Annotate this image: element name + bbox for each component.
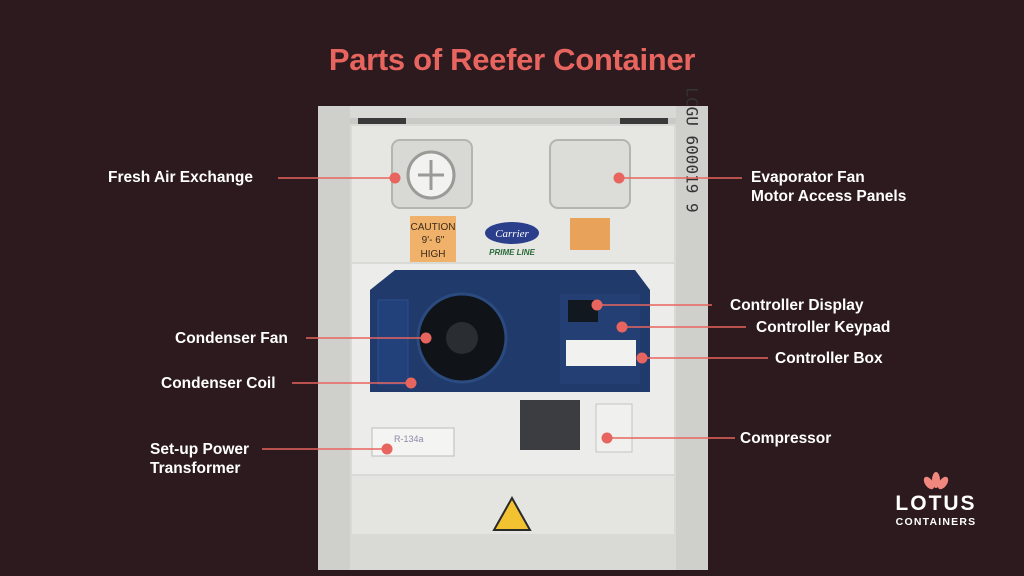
dot-controller-display xyxy=(591,299,603,311)
label-controller-box: Controller Box xyxy=(775,350,883,367)
dot-evaporator-fan xyxy=(613,172,625,184)
container-id: LCGU 600019 9 xyxy=(683,87,702,212)
caution-sign xyxy=(410,216,456,262)
condenser-coil-grille xyxy=(377,299,409,385)
label-condenser-coil: Condenser Coil xyxy=(161,375,276,392)
brand-tagline: CONTAINERS xyxy=(895,516,977,528)
dot-controller-box xyxy=(636,352,648,364)
page-title: Parts of Reefer Container xyxy=(328,42,696,77)
dot-compressor xyxy=(601,432,613,444)
compressor-piping xyxy=(520,400,580,450)
svg-text:CAUTION: CAUTION xyxy=(411,222,456,233)
brand-logo: LOTUS CONTAINERS xyxy=(888,492,984,529)
brand-name: LOTUS xyxy=(895,492,977,515)
label-fresh-air-exchange: Fresh Air Exchange xyxy=(108,169,254,186)
dot-set-up-power-transformer xyxy=(381,443,393,455)
right-corner-post xyxy=(676,106,708,570)
compressor-body xyxy=(595,403,633,453)
svg-text:HIGH: HIGH xyxy=(421,249,446,260)
power-transformer xyxy=(371,427,455,457)
label-condenser-fan: Condenser Fan xyxy=(175,330,288,347)
label-controller-keypad: Controller Keypad xyxy=(756,319,891,336)
info-plate xyxy=(570,218,610,250)
label-controller-display: Controller Display xyxy=(730,297,864,314)
svg-text:9'- 6": 9'- 6" xyxy=(422,235,445,246)
svg-text:R-134a: R-134a xyxy=(394,434,424,444)
label-set-up-power-transformer: Set-up Power Transformer xyxy=(150,441,250,477)
svg-text:Carrier: Carrier xyxy=(495,228,529,240)
warning-triangle-icon xyxy=(492,495,532,531)
carrier-logo xyxy=(485,222,539,244)
svg-text:PRIME LINE: PRIME LINE xyxy=(489,248,535,257)
controller-label-sheet xyxy=(566,340,636,366)
label-compressor: Compressor xyxy=(740,430,832,447)
evaporator-access-panel xyxy=(549,139,631,209)
dot-fresh-air-exchange xyxy=(389,172,401,184)
lotus-flower-icon xyxy=(923,472,949,490)
label-evaporator-fan-motor-access-panels: Evaporator Fan Motor Access Panels xyxy=(751,169,907,205)
controller-display-screen xyxy=(568,300,598,322)
dot-condenser-coil xyxy=(405,377,417,389)
dot-controller-keypad xyxy=(616,321,628,333)
dot-condenser-fan xyxy=(420,332,432,344)
